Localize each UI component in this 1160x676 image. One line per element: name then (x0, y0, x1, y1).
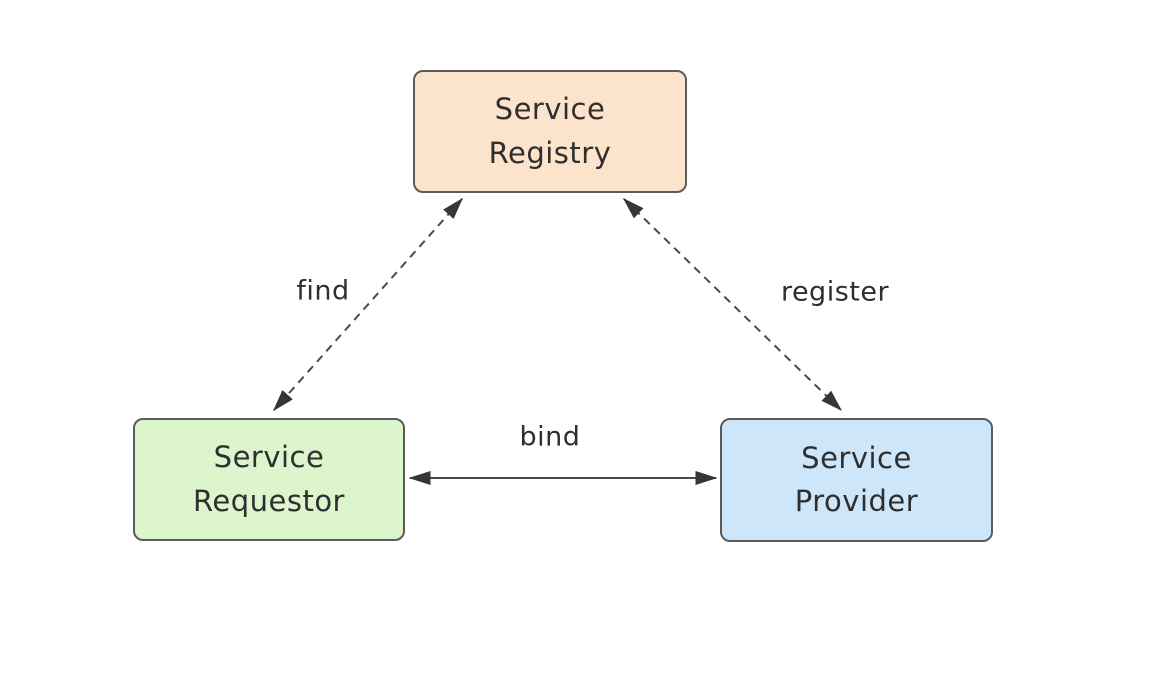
node-service-provider: Service Provider (720, 418, 993, 542)
node-label-line: Service (494, 92, 606, 126)
edge-find-arrow (273, 197, 463, 412)
edge-label-find: find (292, 275, 354, 307)
edge-register-arrow (622, 197, 843, 412)
node-service-requestor: Service Requestor (133, 418, 405, 541)
node-label-line: Service (801, 440, 912, 475)
node-label-line: Requestor (193, 483, 345, 518)
edge-label-bind: bind (515, 421, 585, 453)
node-service-registry: Service Registry (413, 70, 687, 193)
node-label-line: Service (213, 440, 325, 474)
edge-label-register: register (776, 276, 894, 308)
node-label-line: Registry (488, 135, 612, 170)
node-label-line: Provider (794, 484, 919, 518)
